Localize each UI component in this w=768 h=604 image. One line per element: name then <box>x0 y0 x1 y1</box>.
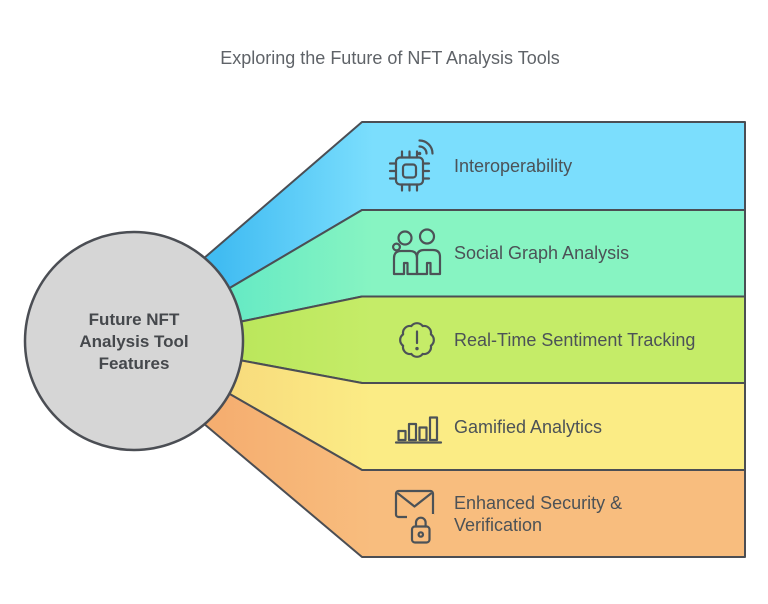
hub-circle <box>23 230 245 452</box>
band-label: Interoperability <box>454 156 572 176</box>
page-title: Exploring the Future of NFT Analysis Too… <box>220 48 560 68</box>
band-real-time-sentiment-tracking: Real-Time Sentiment Tracking <box>238 295 746 384</box>
band-enhanced-security-verification: Enhanced Security & Verification <box>202 392 746 558</box>
band-label: Social Graph Analysis <box>454 243 629 263</box>
people-icon <box>392 228 442 276</box>
band-interoperability: Interoperability <box>202 121 746 290</box>
hub-label-line-1: Future NFT <box>89 310 180 329</box>
hub-label-line-2: Analysis Tool <box>79 332 188 351</box>
hub-label-line-3: Features <box>99 354 170 373</box>
alert-badge-icon <box>399 322 435 358</box>
band-label-line-2: Verification <box>454 515 542 535</box>
band-label: Gamified Analytics <box>454 417 602 437</box>
bar-chart-icon <box>394 416 443 444</box>
band-label-line-1: Enhanced Security & <box>454 493 622 513</box>
chip-wifi-icon <box>388 139 434 192</box>
band-label: Real-Time Sentiment Tracking <box>454 330 695 350</box>
central-hub: Future NFT Analysis Tool Features <box>23 230 245 452</box>
envelope-lock-icon <box>394 489 435 547</box>
